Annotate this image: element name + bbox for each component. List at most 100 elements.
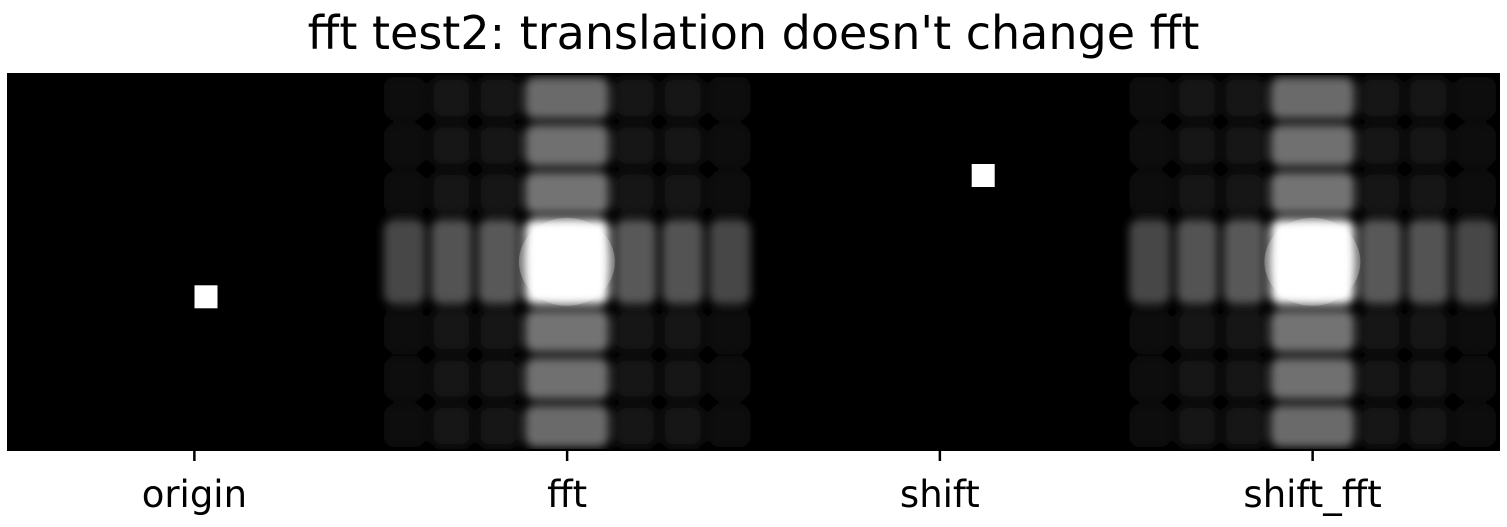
spectrum-cell <box>383 124 426 167</box>
spectrum-cell <box>1454 77 1496 119</box>
spectrum-cell <box>478 219 520 305</box>
spectrum-cell <box>662 357 704 400</box>
panel-shift <box>971 164 995 187</box>
spectrum-cell <box>1129 310 1171 352</box>
spectrum-cell <box>1454 357 1496 400</box>
spectrum-cell <box>1407 124 1449 167</box>
spectrum-cell <box>1176 124 1218 167</box>
spectrum-cell <box>1129 357 1171 400</box>
spectrum-cell <box>1360 172 1402 214</box>
spectrum-cell <box>478 172 520 214</box>
spectrum-cell <box>525 124 609 167</box>
spectrum-cell <box>1360 219 1402 305</box>
spectrum-cell <box>525 357 609 400</box>
spectrum-cell <box>1223 172 1265 214</box>
spectrum-cell <box>662 172 704 214</box>
impulse-pixel <box>194 285 218 309</box>
spectrum-cell <box>431 219 473 305</box>
spectrum-cell <box>662 405 704 447</box>
spectrum-cell <box>614 310 657 352</box>
x-tick-label: shift <box>900 473 980 516</box>
axes-frame <box>7 73 1500 451</box>
spectrum-cell <box>1360 124 1402 167</box>
spectrum-cell <box>1176 310 1218 352</box>
spectrum-cell <box>1407 357 1449 400</box>
x-ticks: origin fft shift shift_fft <box>142 450 1382 516</box>
x-tick-label: fft <box>547 473 587 516</box>
spectrum-cell <box>662 219 704 305</box>
x-tick-label: shift_fft <box>1243 473 1381 516</box>
spectrum-cell <box>1270 172 1355 214</box>
spectrum-cell <box>525 172 609 214</box>
spectrum-cell <box>478 357 520 400</box>
chart-title: fft test2: translation doesn't change ff… <box>307 6 1200 60</box>
spectrum-cell <box>1223 357 1265 400</box>
spectrum-cell <box>614 77 657 119</box>
spectrum-cell <box>1270 77 1355 119</box>
spectrum-cell <box>431 172 473 214</box>
spectrum-cell <box>1129 405 1171 447</box>
spectrum-cell <box>1223 77 1265 119</box>
spectrum-cell <box>431 77 473 119</box>
impulse-pixel <box>971 164 995 187</box>
spectrum-cell <box>383 77 426 119</box>
spectrum-cell <box>383 357 426 400</box>
image-axes <box>7 73 1500 451</box>
spectrum-cell <box>1129 172 1171 214</box>
spectrum-cell <box>1223 219 1265 305</box>
spectrum-cell <box>1176 357 1218 400</box>
spectrum-cell <box>431 357 473 400</box>
spectrum-cell <box>709 77 751 119</box>
spectrum-cell <box>383 219 426 305</box>
spectrum-cell <box>662 310 704 352</box>
spectrum-cell <box>1360 77 1402 119</box>
spectrum-cell <box>1407 219 1449 305</box>
spectrum-cell <box>1270 357 1355 400</box>
spectrum-cell <box>1223 310 1265 352</box>
panel-fft <box>383 77 751 447</box>
spectrum-cell <box>1360 357 1402 400</box>
spectrum-cell <box>614 357 657 400</box>
spectrum-cell <box>1407 405 1449 447</box>
spectrum-cell <box>525 77 609 119</box>
spectrum-cell <box>1270 124 1355 167</box>
panel-origin <box>194 285 218 309</box>
spectrum-cell <box>1454 310 1496 352</box>
spectrum-cell <box>614 172 657 214</box>
spectrum-cell <box>1270 405 1355 447</box>
spectrum-cell <box>1360 310 1402 352</box>
spectrum-cell <box>1176 77 1218 119</box>
spectrum-cell <box>478 77 520 119</box>
spectrum-cell <box>1407 77 1449 119</box>
spectrum-cell <box>525 310 609 352</box>
spectrum-cell <box>478 124 520 167</box>
spectrum-cell <box>1129 219 1171 305</box>
spectrum-cell <box>1407 172 1449 214</box>
spectrum-cell <box>709 357 751 400</box>
spectrum-cell <box>383 172 426 214</box>
spectrum-cell <box>383 310 426 352</box>
x-tick-label: origin <box>142 473 247 516</box>
spectrum-cell <box>614 219 657 305</box>
spectrum-cell <box>1176 405 1218 447</box>
spectrum-cell <box>525 405 609 447</box>
panel-shift-fft <box>1129 77 1496 447</box>
spectrum-cell <box>709 172 751 214</box>
spectrum-cell <box>478 405 520 447</box>
spectrum-cell <box>1176 219 1218 305</box>
spectrum-cell <box>709 405 751 447</box>
spectrum-cell <box>1454 124 1496 167</box>
spectrum-cell <box>1223 405 1265 447</box>
spectrum-peak <box>1264 217 1361 306</box>
spectrum-cell <box>1407 310 1449 352</box>
spectrum-cell <box>709 219 751 305</box>
spectrum-cell <box>614 124 657 167</box>
spectrum-cell <box>1129 77 1171 119</box>
spectrum-cell <box>431 124 473 167</box>
spectrum-cell <box>383 405 426 447</box>
spectrum-cell <box>478 310 520 352</box>
spectrum-cell <box>709 310 751 352</box>
spectrum-cell <box>1223 124 1265 167</box>
spectrum-cell <box>662 77 704 119</box>
